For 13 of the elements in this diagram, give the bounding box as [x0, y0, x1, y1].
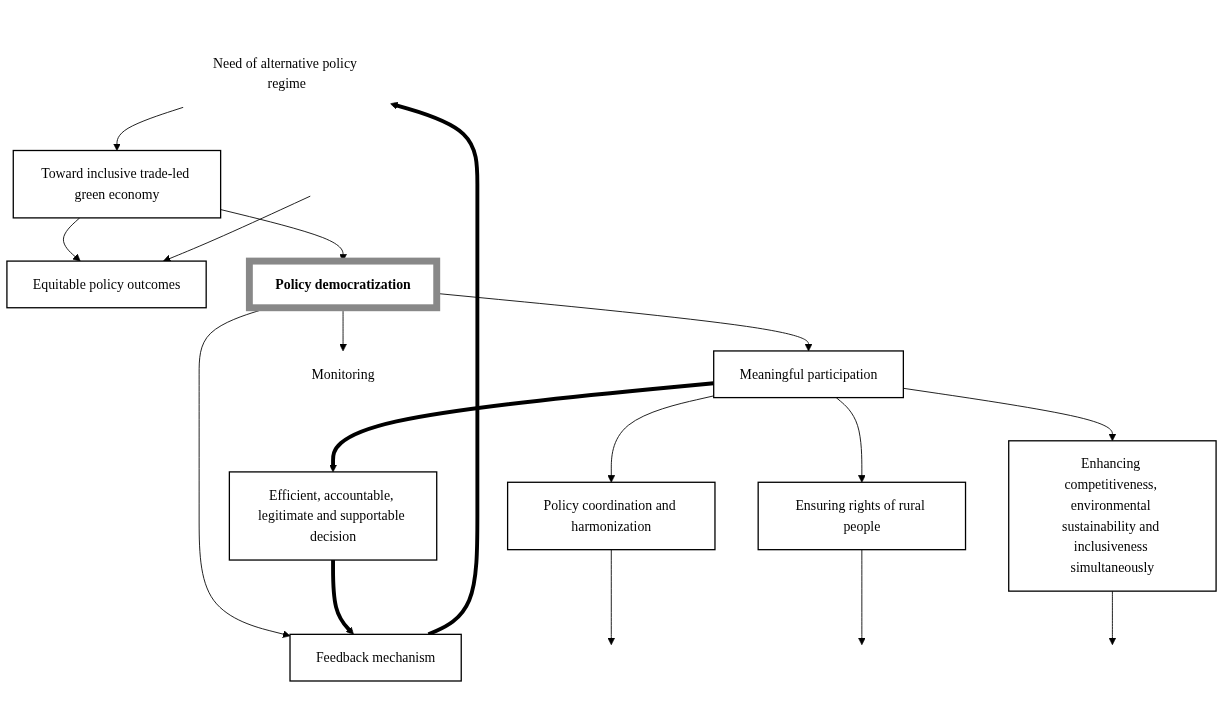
- node-box: Efficient, accountable, legitimate and supportable decision: [228, 471, 438, 561]
- node-box: Toward inclusive trade-led green economy: [12, 149, 222, 219]
- arrow: [331, 560, 354, 635]
- node-box: Equitable policy outcomes: [6, 260, 207, 309]
- node-box: Meaningful participation: [713, 350, 904, 399]
- node-text: Need of alternative policy regime: [213, 55, 357, 91]
- arrow: [329, 381, 714, 473]
- node-text: Monitoring: [311, 366, 375, 382]
- node-box: Policy democratization: [245, 257, 441, 312]
- node-box: Ensuring rights of rural people: [757, 481, 967, 551]
- node-box: Enhancing competitiveness, environmental sustainability and inclusiveness simultaneously: [1008, 440, 1217, 592]
- node-box: Policy coordination and harmonization: [506, 481, 716, 551]
- node-box: Feedback mechanism: [289, 633, 462, 682]
